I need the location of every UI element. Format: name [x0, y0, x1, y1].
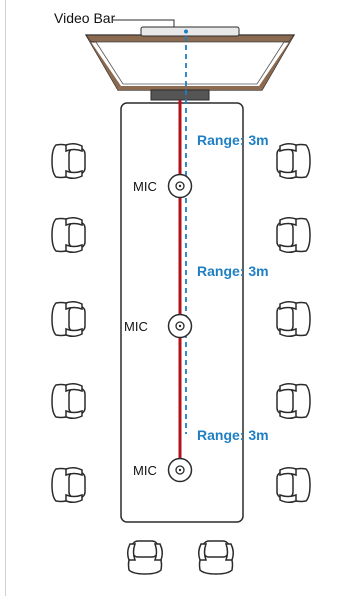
chair-right-4: [276, 382, 311, 420]
chair-left-2: [51, 216, 86, 254]
mic-label-2: MIC: [124, 319, 148, 334]
tv-display-icon: [84, 34, 296, 101]
chair-left-1: [51, 142, 86, 180]
microphone-2: MIC: [124, 313, 193, 339]
chair-right-1: [276, 142, 311, 180]
conference-table: [120, 102, 244, 523]
mic-label-3: MIC: [133, 463, 157, 478]
video-bar-leader-line: [113, 19, 175, 27]
range-label-3: Range: 3m: [197, 427, 269, 443]
mic-label-1: MIC: [133, 179, 157, 194]
range-label-1: Range: 3m: [197, 132, 269, 148]
chair-left-4: [51, 382, 86, 420]
chair-right-3: [276, 300, 311, 338]
video-bar-label: Video Bar: [54, 10, 116, 26]
microphone-1: MIC: [133, 173, 193, 199]
range-label-2: Range: 3m: [197, 263, 269, 279]
chair-left-3: [51, 300, 86, 338]
chair-right-2: [276, 216, 311, 254]
chair-bottom-1: [126, 540, 164, 575]
microphone-3: MIC: [133, 457, 193, 483]
chair-bottom-2: [197, 540, 235, 575]
video-bar-device: [140, 26, 240, 37]
chair-right-5: [276, 466, 311, 504]
chair-left-5: [51, 466, 86, 504]
